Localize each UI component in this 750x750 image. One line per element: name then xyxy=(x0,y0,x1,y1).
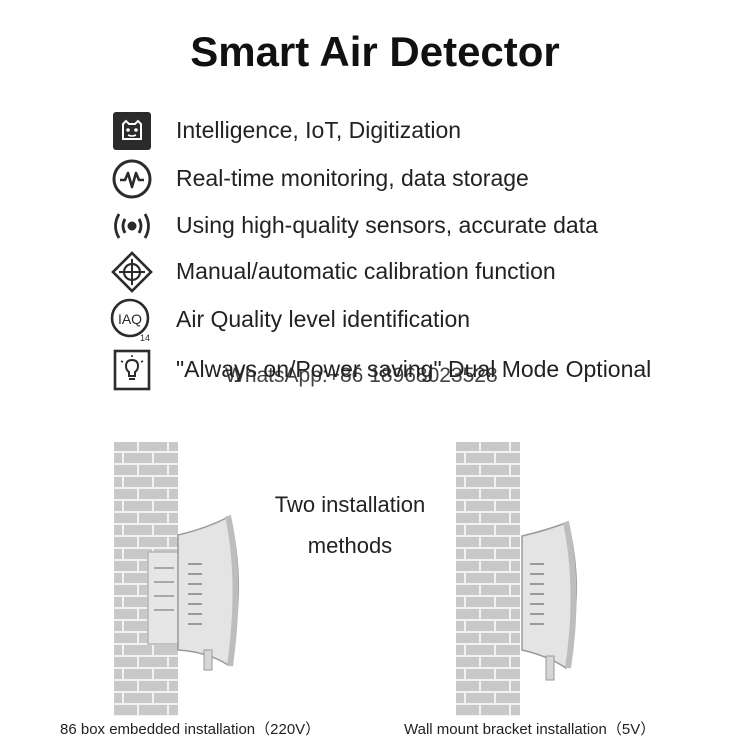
iaq-icon-subscript: 14 xyxy=(140,333,150,343)
feature-item: Using high-quality sensors, accurate dat… xyxy=(108,204,738,248)
feature-label: Manual/automatic calibration function xyxy=(176,258,556,284)
feature-item: Real-time monitoring, data storage xyxy=(108,157,738,201)
embedded-installation-illustration xyxy=(114,442,240,716)
bracket-installation-illustration xyxy=(456,442,578,716)
feature-label: Air Quality level identification xyxy=(176,306,471,332)
air-detector-device xyxy=(521,520,578,681)
installation-note-line1: Two installation xyxy=(274,492,426,517)
feature-item: Intelligence, IoT, Digitization xyxy=(108,109,738,153)
sensor-wave-icon xyxy=(108,204,156,248)
feature-label: Using high-quality sensors, accurate dat… xyxy=(176,212,598,238)
feature-item: "Always on/Power saving" Dual Mode Optio… xyxy=(108,348,738,392)
installation-note: Two installation methods xyxy=(250,484,450,566)
iaq-icon: IAQ 14 xyxy=(108,298,156,343)
feature-item: Manual/automatic calibration function xyxy=(108,250,738,294)
calibration-icon xyxy=(108,250,156,294)
86-box xyxy=(147,551,181,645)
iaq-icon-text: IAQ xyxy=(118,311,142,327)
brick-wall xyxy=(456,442,520,716)
feature-label: Real-time monitoring, data storage xyxy=(176,165,529,191)
air-detector-device xyxy=(177,514,240,671)
feature-label: Intelligence, IoT, Digitization xyxy=(176,117,462,143)
bracket-installation-caption: Wall mount bracket installation（5V） xyxy=(404,721,656,738)
feature-item: IAQ 14 Air Quality level identification xyxy=(108,298,738,343)
lightbulb-icon xyxy=(108,348,156,392)
feature-label: "Always on/Power saving" Dual Mode Optio… xyxy=(176,356,652,382)
whatsapp-watermark: WhatsApp:+86 18968023528 xyxy=(225,364,498,387)
embedded-installation-caption: 86 box embedded installation（220V） xyxy=(60,721,321,738)
heartbeat-icon xyxy=(108,157,156,201)
installation-note-line2: methods xyxy=(307,533,393,558)
robot-face-icon xyxy=(108,109,156,153)
page-title: Smart Air Detector xyxy=(190,28,560,75)
